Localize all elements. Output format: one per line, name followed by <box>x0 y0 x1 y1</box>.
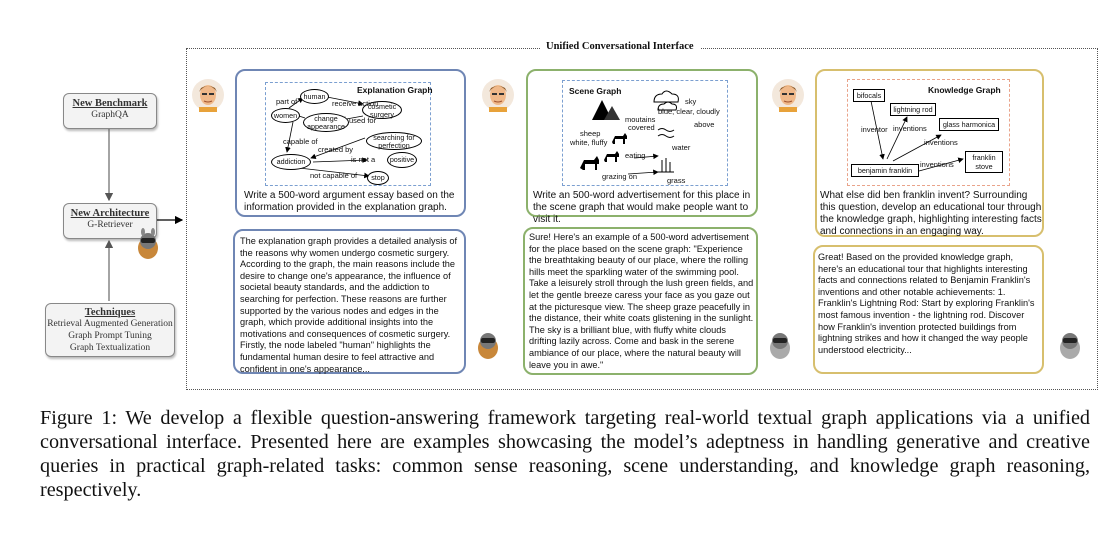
scene-node-sheep-attr: white, fluffy <box>570 138 607 147</box>
scene-node-grazing: grazing on <box>602 172 637 181</box>
kg-node-glass-harmonica: glass harmonica <box>939 118 999 131</box>
user-avatar-icon <box>771 78 805 112</box>
kg-edge-inventor: inventor <box>861 125 888 134</box>
node-stop: stop <box>367 171 389 185</box>
edge-receive-action: receive action <box>332 99 378 108</box>
user-avatar-icon <box>481 78 515 112</box>
llama-icon <box>1056 328 1084 360</box>
node-change-appearance: change appearance <box>303 113 349 132</box>
scene-node-sheep: sheep <box>580 129 600 138</box>
figure-caption: Figure 1: We develop a flexible question… <box>40 406 1090 502</box>
edge-created-by: created by <box>318 145 353 154</box>
edge-used-for: used for <box>349 116 376 125</box>
kg-edge-inventions: inventions <box>924 138 958 147</box>
llama-icon <box>766 328 794 360</box>
edge-is-not-a: is not a <box>351 155 375 164</box>
user-avatar-icon <box>191 78 225 112</box>
llama-icon <box>474 328 502 360</box>
knowledge-answer: Great! Based on the provided knowledge g… <box>818 252 1040 356</box>
explanation-question: Write a 500-word argument essay based on… <box>244 190 460 214</box>
node-human: human <box>300 89 329 104</box>
node-positive: positive <box>387 152 417 168</box>
explanation-answer: The explanation graph provides a detaile… <box>240 236 462 375</box>
scene-answer: Sure! Here's an example of a 500-word ad… <box>529 232 755 371</box>
scene-question: Write an 500-word advertisement for this… <box>533 190 755 226</box>
scene-node-water: water <box>672 143 690 152</box>
node-women: women <box>271 108 300 123</box>
kg-node-lightning-rod: lightning rod <box>890 103 936 116</box>
knowledge-question: What else did ben franklin invent? Surro… <box>820 190 1042 238</box>
scene-node-eating: eating <box>625 151 645 160</box>
kg-edge-inventions: inventions <box>920 160 954 169</box>
edge-part-of: part of <box>276 97 297 106</box>
llama-icon <box>134 228 162 260</box>
scene-node-above: above <box>694 120 714 129</box>
kg-edge-inventions: inventions <box>893 124 927 133</box>
scene-node-grass: grass <box>667 176 685 185</box>
node-addiction: addiction <box>271 154 311 170</box>
kg-node-benjamin-franklin: benjamin franklin <box>851 164 919 177</box>
kg-node-franklin-stove: franklin stove <box>965 151 1003 173</box>
scene-node-covered: covered <box>628 123 655 132</box>
interface-title: Unified Conversational Interface <box>540 41 700 52</box>
node-searching: searching for perfection <box>366 132 422 150</box>
edge-capable-of: capable of <box>283 137 318 146</box>
kg-node-bifocals: bifocals <box>853 89 885 102</box>
scene-node-sky: sky <box>685 97 696 106</box>
edge-not-capable: not capable of <box>310 171 357 180</box>
scene-node-sky-attr: blue, clear, cloudly <box>658 107 720 116</box>
